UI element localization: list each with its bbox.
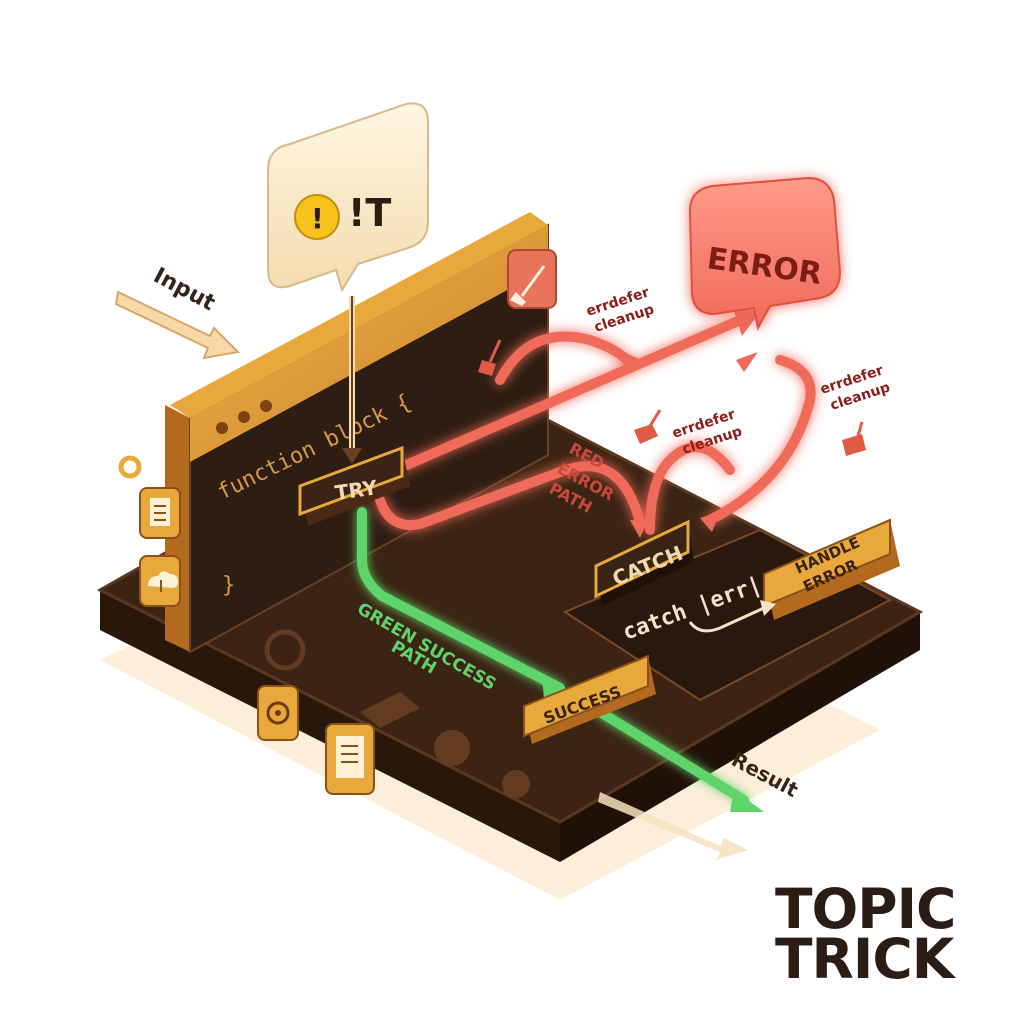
catch-tag — [594, 519, 694, 606]
platform-side-right — [560, 612, 920, 862]
window-dot-3 — [260, 400, 272, 412]
window-dot-1 — [216, 422, 228, 434]
svg-text:!: ! — [311, 202, 324, 235]
floor-decorations — [264, 629, 530, 798]
warning-bubble: ! — [267, 102, 429, 293]
catch-arrowhead-2 — [700, 512, 720, 532]
code-panel-titlebar — [170, 212, 548, 418]
document-icon — [139, 487, 181, 539]
error-arrowhead — [732, 305, 760, 336]
error-bubble — [688, 176, 842, 331]
catch-to-handle-arrow — [688, 606, 765, 633]
brand-line2: TRICK — [775, 927, 954, 991]
warning-icon — [294, 194, 340, 240]
green-success-path — [357, 507, 749, 805]
errdefer-arrowhead-2 — [736, 352, 758, 372]
red-error-paths — [375, 313, 816, 535]
brand-line1: TOPIC — [775, 877, 956, 941]
errdefer-arrowhead-1 — [624, 352, 646, 372]
catch-arrowhead — [630, 520, 648, 538]
input-label: Input — [149, 263, 219, 316]
dustpan-icon — [634, 409, 662, 444]
gear-icon — [257, 685, 299, 741]
handle-error-tag — [763, 518, 900, 620]
ring-icon — [118, 455, 142, 479]
brand-logo: TOPIC TRICK — [775, 877, 980, 991]
broom-icon — [507, 249, 557, 309]
input-arrow — [114, 290, 241, 360]
bubble-to-try-arrowhead — [342, 448, 362, 464]
try-label: TRY — [333, 475, 379, 505]
success-tag — [523, 654, 656, 744]
bubble-text: !T — [348, 191, 391, 235]
try-tag — [298, 445, 410, 526]
success-arrowhead — [542, 674, 566, 700]
cloud-upload-icon — [139, 555, 181, 607]
file-icon — [325, 723, 375, 795]
result-arrow — [598, 792, 748, 860]
result-arrowhead — [730, 790, 764, 812]
code-panel-titlebar-face — [190, 225, 548, 462]
dustpan-icon-2 — [842, 421, 866, 456]
broom-small-icon — [478, 339, 502, 376]
window-dot-2 — [238, 411, 250, 423]
code-closing: } — [222, 573, 235, 598]
